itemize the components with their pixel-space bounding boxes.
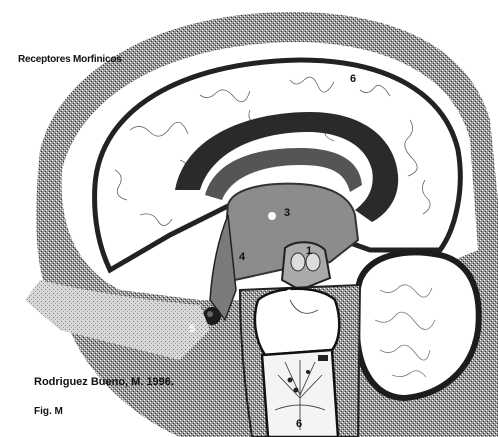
pituitary-highlight [207,311,213,317]
region-label-6-cortex: 6 [350,73,356,85]
region-label-3: 3 [284,207,290,219]
pons-region [255,289,339,355]
region-label-2: 2 [286,287,293,301]
region-label-5: 5 [189,323,195,335]
region-label-6-medulla: 6 [296,418,302,430]
diagram-title: Receptores Morfinicos [18,54,122,65]
author-credit: Rodriguez Bueno, M. 1996. [34,376,174,388]
thalamus-dot [268,212,276,220]
region-label-4: 4 [239,251,246,263]
region-label-1: 1 [306,245,312,257]
figure-label: Fig. M [34,406,63,417]
